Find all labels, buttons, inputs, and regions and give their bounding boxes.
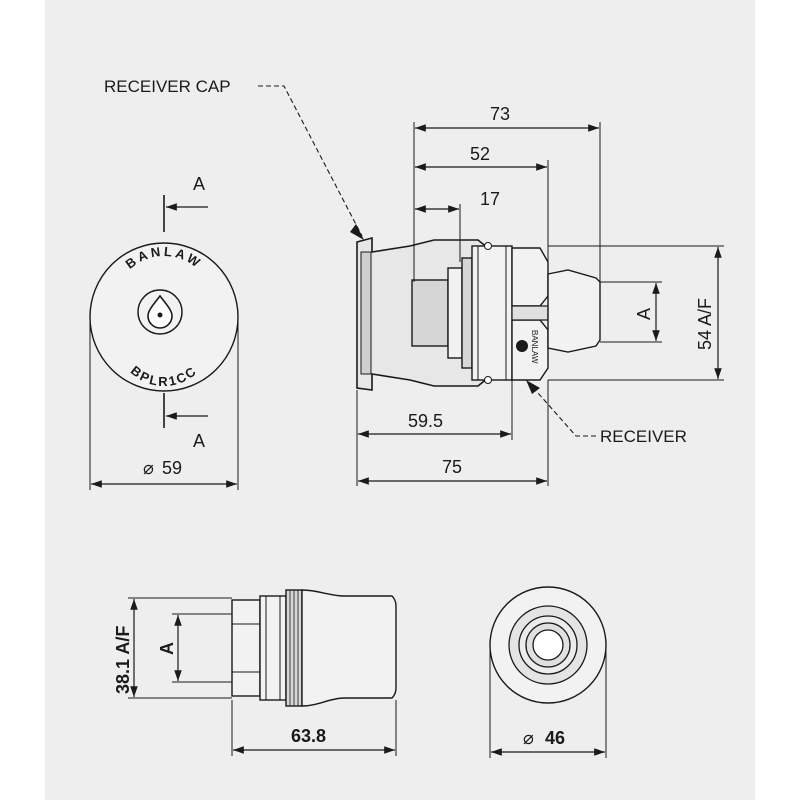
dim-75: 75 [442,457,462,477]
nipple-stem [411,279,449,347]
dim-59-5: 59.5 [408,411,443,431]
drawing-background [45,0,755,800]
receiver-side-view: 38.1 A/F A 63.8 [113,589,397,756]
receiver-cap-label: RECEIVER CAP [104,77,231,96]
logo-center-dot [157,312,163,318]
hex-band [511,305,549,321]
hex-brand-text: BANLAW [530,330,539,364]
side-section-view: BANLAW 73 52 17 A 54 A/F 59.5 75 [104,77,724,486]
cap-front-view: BANLAW BPLR1CC A A ⌀ 59 [89,174,239,490]
dim-73: 73 [490,104,510,124]
receiver-leader [529,383,596,437]
dim-54af: 54 A/F [695,298,715,350]
section-label-top: A [193,174,205,194]
section-label-bottom: A [193,431,205,451]
dim-dia46-symbol: ⌀ [523,728,534,748]
pin-bottom [484,376,492,384]
pin-top [484,242,492,250]
nipple-flange [461,257,473,369]
dim-38af: 38.1 A/F [113,626,133,694]
dim-17: 17 [480,189,500,209]
receiver-spigot [547,269,601,353]
cap-wall [360,251,372,375]
dim-a-right: A [634,308,654,320]
receiver-end-view: ⌀ 46 [489,586,607,758]
dim-dia59-symbol: ⌀ [143,458,154,478]
logo-ring [137,289,183,335]
receiver-hex-upper [511,247,549,307]
receiver-nut [259,595,287,701]
receiver-hex-section [231,599,261,697]
dim-a-bottom: A [157,642,177,655]
nipple-collar [447,267,463,359]
receiver-hex-lower [511,319,549,381]
receiver-cap-leader [258,85,363,237]
end-bore [532,629,564,661]
dim-dia46: 46 [545,728,565,748]
dim-dia59: 59 [162,458,182,478]
receiver-tail [301,589,397,707]
drop-logo-icon [147,294,173,329]
receiver-label: RECEIVER [600,427,687,446]
dim-52: 52 [470,144,490,164]
hex-logo-icon [516,340,528,352]
dim-63-8: 63.8 [291,726,326,746]
